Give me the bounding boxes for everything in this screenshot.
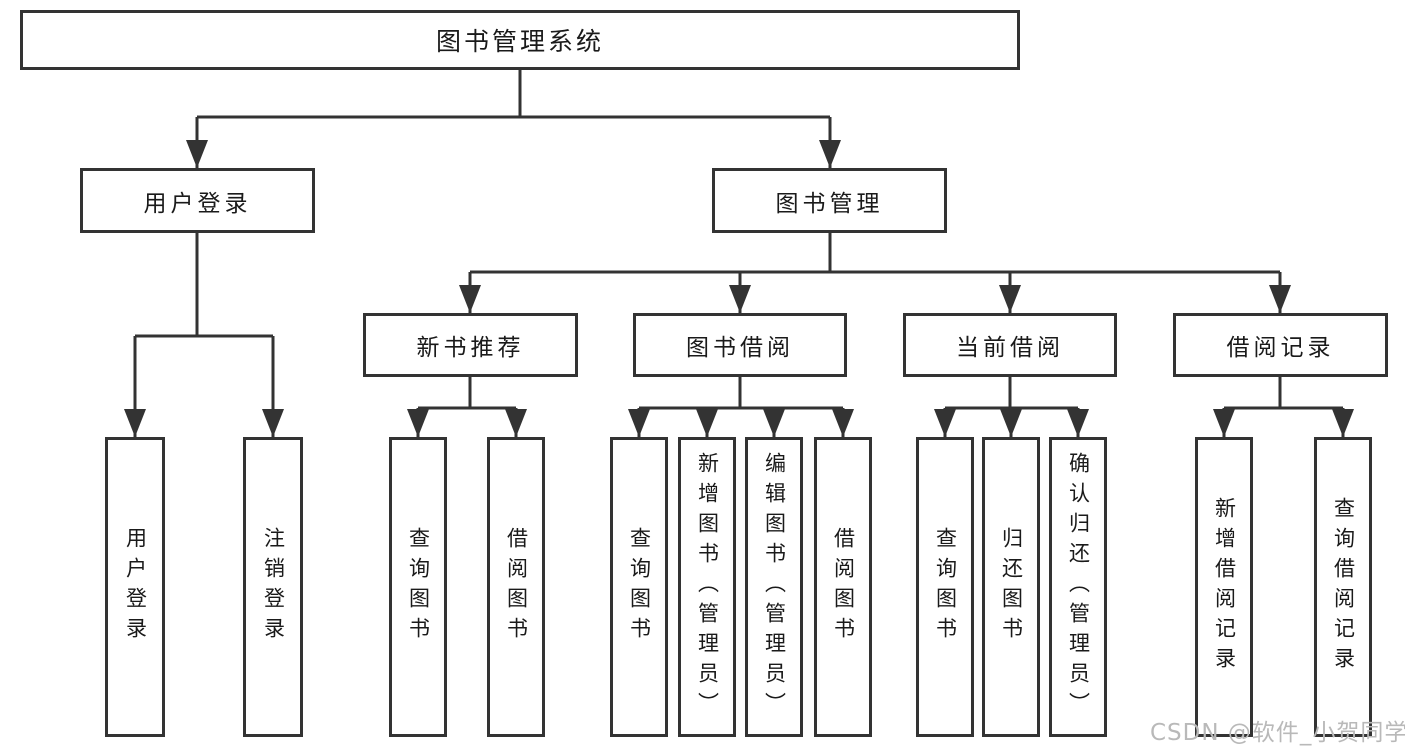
leaf-confirm-return-admin: 确认归还（管理员） <box>1049 437 1107 737</box>
leaf-label: 确认归还（管理员） <box>1066 452 1091 722</box>
leaf-label: 查询图书 <box>933 527 958 647</box>
leaf-query-books-recommend: 查询图书 <box>389 437 447 737</box>
tree-edges <box>133 70 1345 437</box>
node-root: 图书管理系统 <box>20 10 1020 70</box>
node-book-borrowing: 图书借阅 <box>633 313 847 377</box>
leaf-add-borrow-record: 新增借阅记录 <box>1195 437 1253 737</box>
leaf-query-books-borrowing: 查询图书 <box>610 437 668 737</box>
leaf-label: 查询借阅记录 <box>1331 497 1356 677</box>
leaf-label: 借阅图书 <box>504 527 529 647</box>
leaf-label: 编辑图书（管理员） <box>762 452 787 722</box>
leaf-borrow-books: 借阅图书 <box>814 437 872 737</box>
leaf-label: 查询图书 <box>406 527 431 647</box>
leaf-borrow-books-recommend: 借阅图书 <box>487 437 545 737</box>
leaf-query-books-current: 查询图书 <box>916 437 974 737</box>
leaf-label: 查询图书 <box>627 527 652 647</box>
leaf-return-books: 归还图书 <box>982 437 1040 737</box>
leaf-label: 新增图书（管理员） <box>695 452 720 722</box>
leaf-user-login: 用户登录 <box>105 437 165 737</box>
leaf-label: 注销登录 <box>261 527 286 647</box>
csdn-watermark: CSDN @软件_小贺同学 <box>1150 720 1405 746</box>
node-user-login: 用户登录 <box>80 168 315 233</box>
leaf-add-book-admin: 新增图书（管理员） <box>678 437 736 737</box>
leaf-edit-book-admin: 编辑图书（管理员） <box>745 437 803 737</box>
leaf-label: 借阅图书 <box>831 527 856 647</box>
node-book-management: 图书管理 <box>712 168 947 233</box>
leaf-query-borrow-record: 查询借阅记录 <box>1314 437 1372 737</box>
leaf-label: 用户登录 <box>123 527 148 647</box>
leaf-label: 归还图书 <box>999 527 1024 647</box>
node-borrowing-records: 借阅记录 <box>1173 313 1388 377</box>
node-current-borrowing: 当前借阅 <box>903 313 1117 377</box>
node-new-book-recommendation: 新书推荐 <box>363 313 578 377</box>
leaf-logout: 注销登录 <box>243 437 303 737</box>
leaf-label: 新增借阅记录 <box>1212 497 1237 677</box>
